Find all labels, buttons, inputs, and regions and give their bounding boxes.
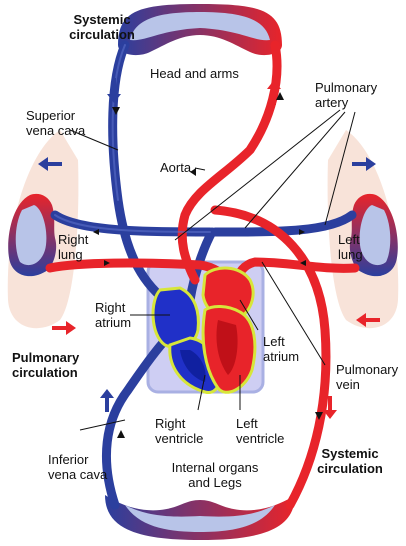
pulmonary-artery-label: Pulmonary artery	[315, 80, 377, 110]
right-atrium-label: Right atrium	[95, 300, 131, 330]
left-lung-label: Left lung	[338, 232, 363, 262]
superior-vena-cava-label: Superior vena cava	[26, 108, 85, 138]
pulmonary-vein-label: Pulmonary vein	[336, 362, 398, 392]
pulmonary-circulation-label: Pulmonary circulation	[12, 350, 79, 380]
aorta-label: Aorta	[160, 160, 191, 175]
inferior-vena-cava-label: Inferior vena cava	[48, 452, 107, 482]
systemic-circulation-bottom-label: Systemic circulation	[308, 446, 392, 476]
internal-organs-label: Internal organs and Legs	[160, 460, 270, 490]
head-and-arms-label: Head and arms	[150, 66, 239, 81]
right-arrow-red	[52, 321, 76, 335]
left-ventricle-label: Left ventricle	[236, 416, 284, 446]
right-lung-label: Right lung	[58, 232, 88, 262]
right-ventricle-label: Right ventricle	[155, 416, 203, 446]
systemic-circulation-top-label: Systemic circulation	[62, 12, 142, 42]
left-atrium-label: Left atrium	[263, 334, 299, 364]
